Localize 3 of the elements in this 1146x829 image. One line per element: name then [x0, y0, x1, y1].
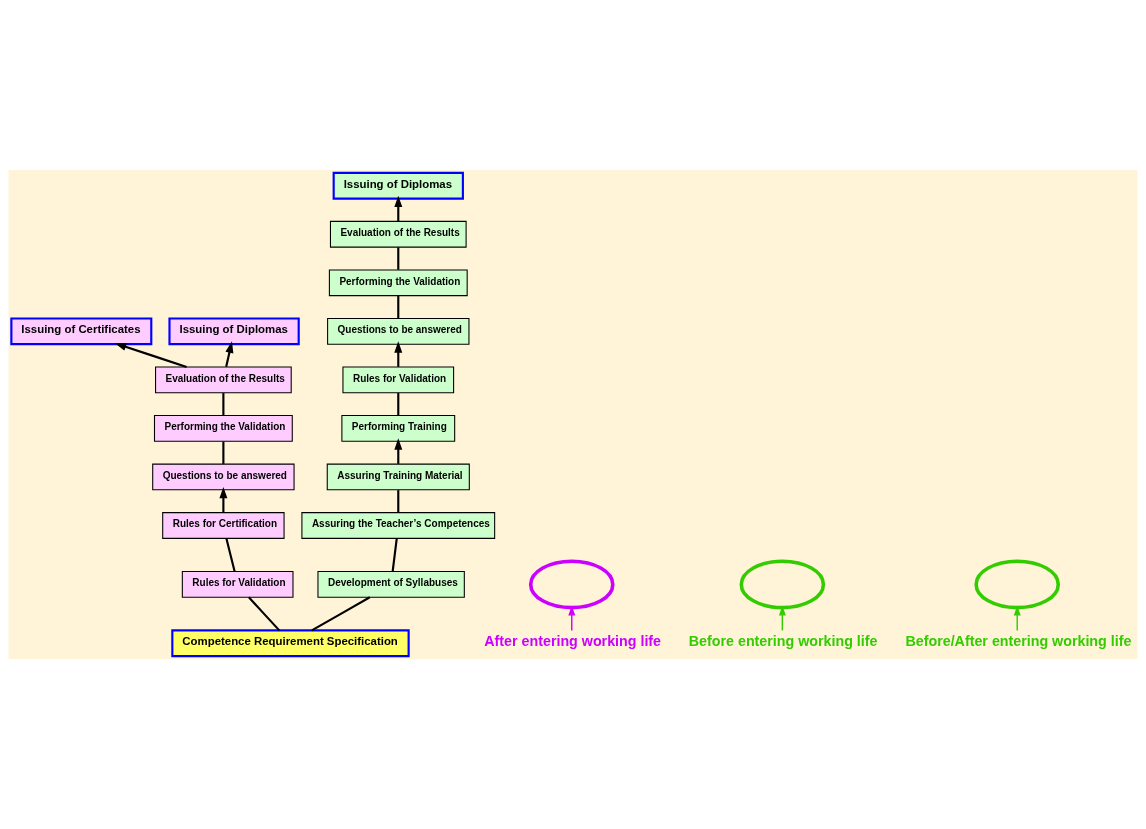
node-text: After entering working life [484, 633, 662, 650]
node-text: Before/After entering working life [905, 633, 1132, 650]
node-text: Before entering working life [688, 633, 878, 650]
